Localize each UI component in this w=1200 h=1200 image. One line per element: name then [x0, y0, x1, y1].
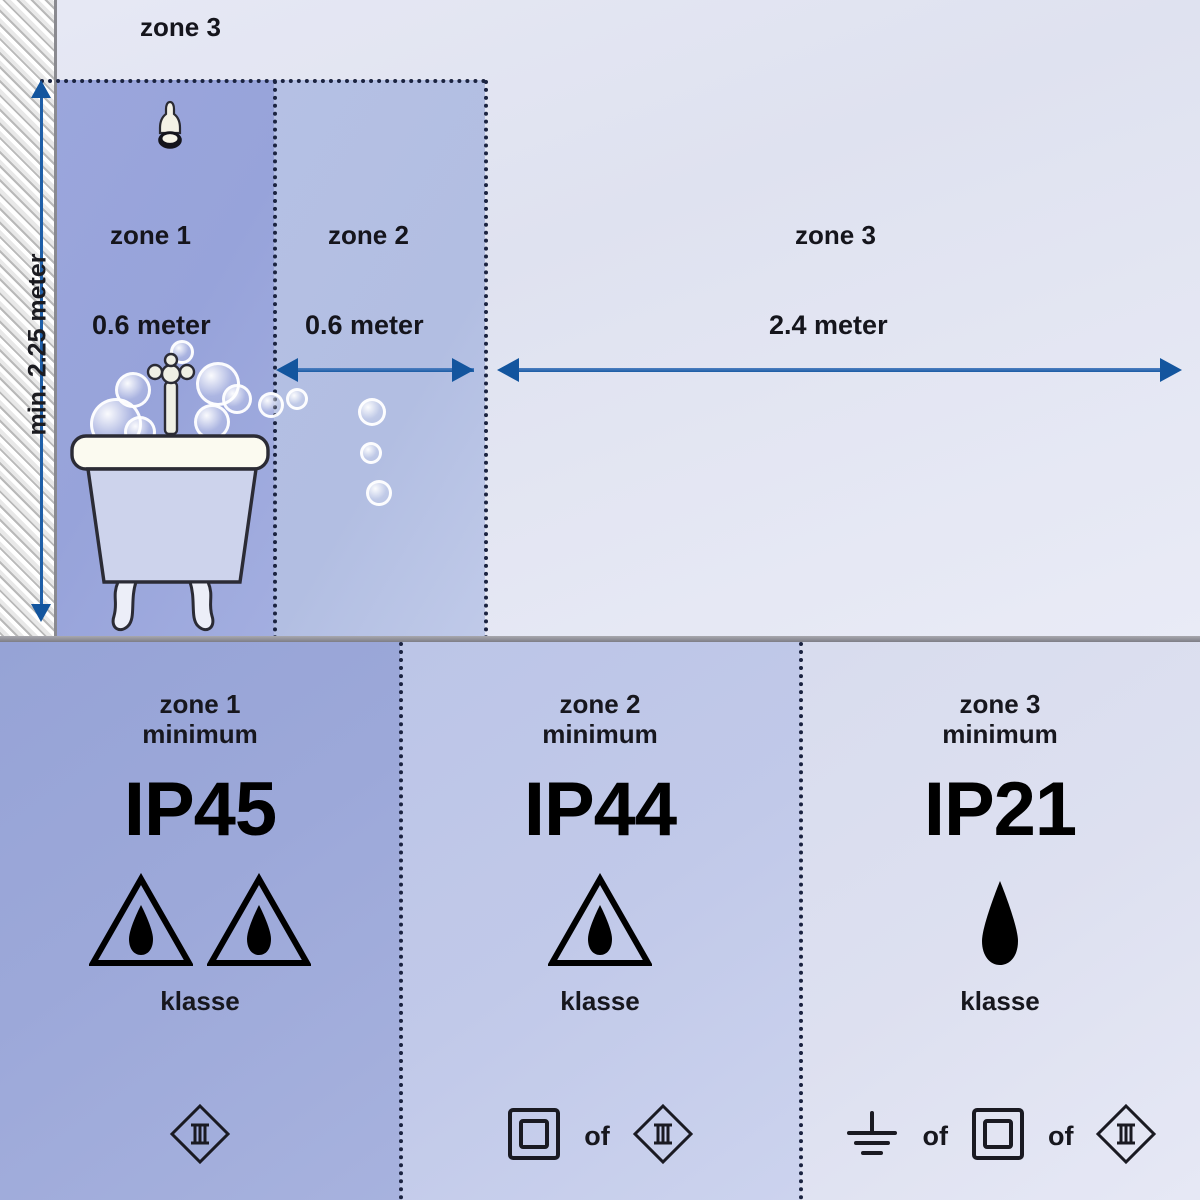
- panel-zone1-title: zone 1: [159, 689, 241, 719]
- panel-zone3-class-symbol-row: of of: [800, 1103, 1200, 1170]
- panel-zone2-class-symbol-row: of: [400, 1103, 800, 1170]
- soap-bubble: [358, 398, 386, 426]
- panel-zone3-minimum-label: minimum: [942, 718, 1058, 749]
- water-drop-triangle-icon: [546, 873, 654, 974]
- panel-zone1-class-symbol-row: [0, 1103, 400, 1170]
- section-divider: [0, 636, 1200, 642]
- soap-bubble: [286, 388, 308, 410]
- zone-boundary-top-dotted-line: [40, 79, 486, 83]
- soap-bubble: [222, 384, 252, 414]
- panel-zone1-klasse-label: klasse: [160, 985, 240, 1016]
- vertical-measure-label: min. 2.25 meter: [23, 253, 52, 436]
- panel-zone1-minimum-label: minimum: [142, 718, 258, 749]
- zone2-zone3-boundary-dotted-line: [484, 80, 488, 640]
- panel-zone1-drop-symbols: [87, 873, 313, 974]
- zone2-area: [274, 80, 485, 640]
- zone2-arrow-head-left-icon: [276, 358, 298, 382]
- bathtub-icon: [60, 350, 285, 640]
- panel-zone3-drop-symbol: [968, 874, 1032, 974]
- class-1-earth-ground-icon: [843, 1107, 901, 1166]
- vertical-arrow-head-down-icon: [31, 604, 51, 622]
- zone-elevation-diagram: min. 2.25 meter: [0, 0, 1200, 640]
- water-drop-triangle-icon: [205, 873, 313, 974]
- zone3-arrow-head-right-icon: [1160, 358, 1182, 382]
- panel-zone1-ip-rating: IP45: [123, 766, 277, 852]
- zone2-arrow-head-right-icon: [452, 358, 474, 382]
- class-2-double-insulation-diamond-icon: [1095, 1103, 1157, 1170]
- water-drop-triangle-icon: [87, 873, 195, 974]
- ceiling-lamp-icon: [155, 100, 185, 152]
- panel-zone2-drop-symbols: [546, 873, 654, 974]
- zone3-label: zone 3: [795, 220, 876, 250]
- class-2-double-insulation-diamond-icon: [632, 1103, 694, 1170]
- panel-zone2-klasse-label: klasse: [560, 985, 640, 1016]
- soap-bubble: [258, 392, 284, 418]
- soap-bubble: [366, 480, 392, 506]
- panel-zone2-connector-of: of: [584, 1121, 610, 1151]
- class-2-square-in-square-icon: [970, 1106, 1026, 1167]
- zone2-width-label: 0.6 meter: [305, 310, 424, 340]
- panel-zone2: zone 2 minimum IP44 klasse: [400, 642, 800, 1200]
- panel-zone3-ip-rating: IP21: [923, 766, 1077, 852]
- zone3-arrow-head-left-icon: [497, 358, 519, 382]
- class-2-square-in-square-icon: [506, 1106, 562, 1167]
- zone1-zone2-boundary-dotted-line: [273, 80, 277, 640]
- soap-bubble: [360, 442, 382, 464]
- vertical-dimension-line: [40, 92, 43, 612]
- zone3-dimension-line: [508, 368, 1176, 372]
- zone1-width-label: 0.6 meter: [92, 310, 211, 340]
- soap-bubble: [194, 404, 230, 440]
- zone1-label: zone 1: [110, 220, 191, 250]
- panel-zone2-title: zone 2: [559, 689, 641, 719]
- ip-rating-panels: zone 1 minimum IP45 klasse: [0, 642, 1200, 1200]
- panel-divider-2: [799, 642, 803, 1200]
- water-drop-icon: [968, 873, 1032, 974]
- panel-zone3-connector-of-2: of: [1048, 1121, 1074, 1151]
- panel-zone3-connector-of-1: of: [922, 1121, 948, 1151]
- panel-divider-1: [399, 642, 403, 1200]
- panel-zone3-title: zone 3: [959, 689, 1041, 719]
- zone2-dimension-line: [286, 368, 474, 372]
- zone3-width-label: 2.4 meter: [769, 310, 888, 340]
- zone2-label: zone 2: [328, 220, 409, 250]
- panel-zone3-klasse-label: klasse: [960, 985, 1040, 1016]
- zone3-top-label: zone 3: [140, 12, 221, 42]
- class-2-double-insulation-diamond-icon: [169, 1103, 231, 1170]
- panel-zone1: zone 1 minimum IP45 klasse: [0, 642, 400, 1200]
- panel-zone2-minimum-label: minimum: [542, 718, 658, 749]
- vertical-arrow-head-up-icon: [31, 80, 51, 98]
- panel-zone2-ip-rating: IP44: [523, 766, 677, 852]
- panel-zone3: zone 3 minimum IP21 klasse: [800, 642, 1200, 1200]
- hatched-wall-icon: [0, 0, 57, 640]
